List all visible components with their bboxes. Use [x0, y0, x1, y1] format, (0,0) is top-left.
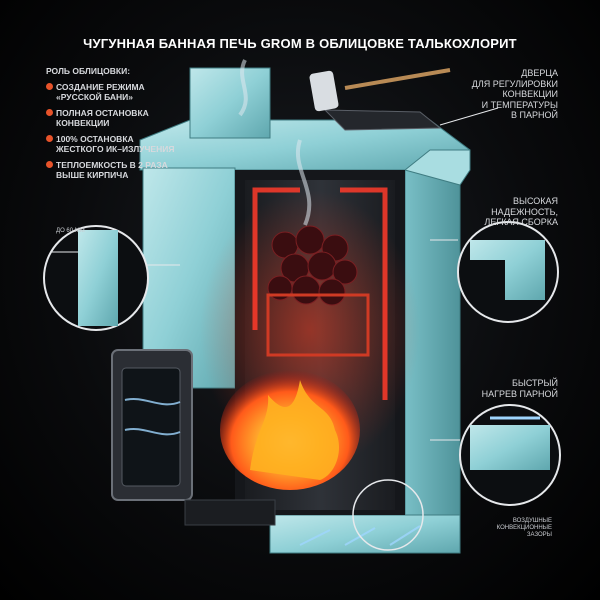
convection-door [323, 109, 442, 131]
callout-reliability-stone [470, 240, 545, 300]
label-air-gaps: ВОЗДУШНЫЕ КОНВЕКЦИОННЫЕ ЗАЗОРЫ [496, 518, 552, 538]
stone-basket [266, 293, 370, 357]
lining-role-heading: РОЛЬ ОБЛИЦОВКИ: [46, 66, 131, 76]
stone-right-top [403, 149, 471, 186]
callout-thickness-stone [78, 230, 118, 326]
bullet-russian-bath: СОЗДАНИЕ РЕЖИМА «РУССКОЙ БАНИ» [46, 82, 176, 102]
label-thickness: ДО 60 ММ [56, 228, 85, 234]
bullet-dot-icon [46, 83, 53, 90]
firebox-door-glass [121, 367, 181, 487]
bullet-dot-icon [46, 135, 53, 142]
label-convection-door: ДВЕРЦА ДЛЯ РЕГУЛИРОВКИ КОНВЕКЦИИ И ТЕМПЕ… [471, 68, 558, 120]
callout-circle-gaps [352, 479, 424, 551]
bullet-heat-capacity: ТЕПЛОЕМКОСТЬ В 2 РАЗА ВЫШЕ КИРПИЧА [46, 160, 176, 180]
air-flow-door [124, 397, 181, 436]
bullet-ir-stop: 100% ОСТАНОВКА ЖЕСТКОГО ИК–ИЗЛУЧЕНИЯ [46, 134, 176, 154]
bullet-convection-stop: ПОЛНАЯ ОСТАНОВКА КОНВЕКЦИИ [46, 108, 176, 128]
chimney-block [189, 67, 271, 139]
ladle-handle [344, 68, 451, 90]
flue-channel-right [340, 187, 388, 400]
bullet-dot-icon [46, 161, 53, 168]
callout-heating-stone [470, 425, 550, 470]
page-title: ЧУГУННАЯ БАННАЯ ПЕЧЬ GROM В ОБЛИЦОВКЕ ТА… [83, 36, 517, 51]
sauna-stones [267, 225, 358, 306]
leader-door [439, 107, 499, 126]
flue-channel-left [252, 187, 300, 330]
bullet-dot-icon [46, 109, 53, 116]
flame [250, 380, 340, 480]
lining-role-panel: РОЛЬ ОБЛИЦОВКИ: СОЗДАНИЕ РЕЖИМА «РУССКОЙ… [46, 66, 176, 186]
steam [238, 59, 312, 226]
firebox-base [184, 499, 276, 526]
ladle [309, 70, 339, 112]
label-fast-heating: БЫСТРЫЙ НАГРЕВ ПАРНОЙ [481, 378, 558, 399]
label-reliability: ВЫСОКАЯ НАДЕЖНОСТЬ, ЛЕГКАЯ СБОРКА [484, 196, 558, 227]
